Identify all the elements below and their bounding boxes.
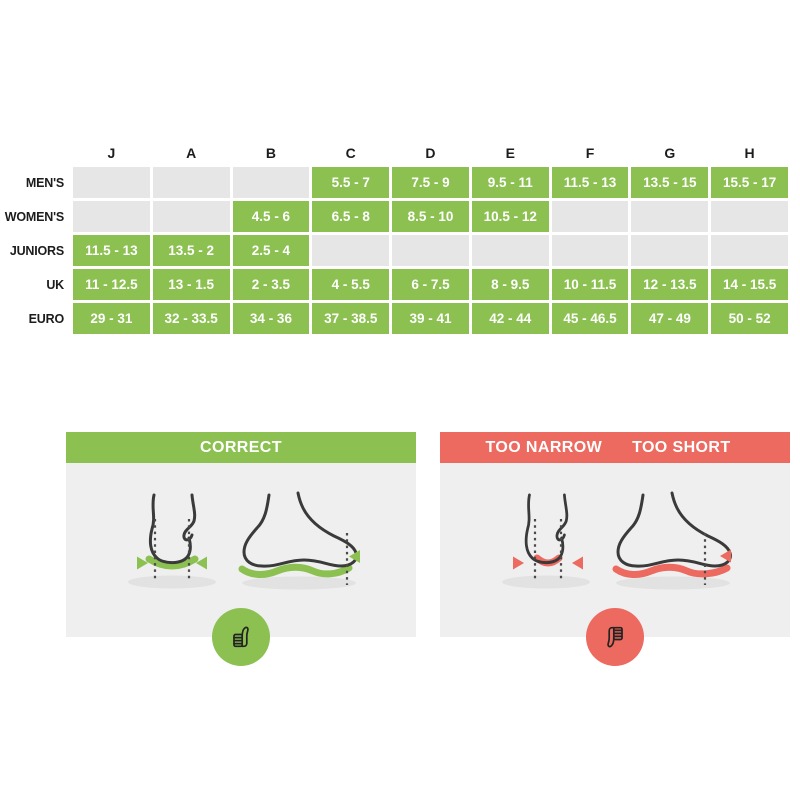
foot-insole-curve [238,563,353,578]
row-label-euro: EURO [28,311,65,326]
row-label-juniors: JUNIORS [9,243,64,258]
thumbs-down-icon [607,626,623,648]
width-arrow-left-icon [137,556,148,570]
table-cell: 2 - 3.5 [232,269,310,300]
foot-side-outline [616,491,732,568]
table-cell [551,235,629,266]
row-label-uk: UK [46,277,64,292]
table-cell [73,167,150,198]
width-arrow-right-icon [196,556,207,570]
incorrect-fit-illustration [502,491,732,590]
table-cell: 6.5 - 8 [312,201,390,232]
table-cell: 4 - 5.5 [312,269,390,300]
table-cell: 13.5 - 15 [631,167,709,198]
width-arrow-right-icon [572,556,583,570]
table-cell [152,167,230,198]
table-cell: 4.5 - 6 [232,201,310,232]
correct-panel-header: CORRECT [66,432,416,463]
table-cell: 2.5 - 4 [232,235,310,266]
table-cell: 34 - 36 [232,303,310,334]
column-header-b: B [265,145,276,161]
heel-shadow [502,575,590,589]
table-cell [392,235,469,266]
column-header-c: C [345,145,356,161]
width-arrow-left-icon [513,556,524,570]
foot-shadow [616,576,730,590]
table-cell: 11.5 - 13 [73,235,150,266]
foot-insole-curve [612,563,731,578]
incorrect-panel-header: TOO NARROW TOO SHORT [440,432,790,463]
table-cell: 11 - 12.5 [73,269,150,300]
correct-badge [212,608,270,666]
table-corner [20,140,70,164]
too-narrow-title: TOO NARROW [485,438,603,456]
table-cell: 13 - 1.5 [152,269,230,300]
column-header-h: H [744,145,755,161]
table-cell: 15.5 - 17 [711,167,788,198]
table-cell [232,167,310,198]
table-cell: 10.5 - 12 [471,201,549,232]
table-cell: 13.5 - 2 [152,235,230,266]
table-cell: 10 - 11.5 [551,269,629,300]
table-cell: 39 - 41 [392,303,469,334]
length-arrow-icon [349,550,360,563]
table-cell: 12 - 13.5 [631,269,709,300]
correct-fit-illustration [128,491,360,590]
column-header-f: F [585,145,595,161]
heel-back-outline [524,493,569,565]
foot-shadow [242,576,356,590]
table-cell: 14 - 15.5 [711,269,788,300]
table-cell [551,201,629,232]
row-label-mens: MEN'S [25,175,64,190]
table-cell: 9.5 - 11 [471,167,549,198]
table-cell [631,201,709,232]
too-short-title: TOO SHORT [632,438,731,456]
table-cell: 7.5 - 9 [392,167,469,198]
table-cell [471,235,549,266]
table-cell: 45 - 46.5 [551,303,629,334]
column-header-a: A [186,145,197,161]
heel-shadow [128,575,216,589]
table-cell: 42 - 44 [471,303,549,334]
table-cell: 47 - 49 [631,303,709,334]
table-cell: 11.5 - 13 [551,167,629,198]
length-arrow-icon [720,549,731,563]
table-cell: 6 - 7.5 [392,269,469,300]
table-cell: 50 - 52 [711,303,788,334]
table-cell: 8 - 9.5 [471,269,549,300]
table-cell [631,235,709,266]
table-cell: 37 - 38.5 [312,303,390,334]
table-cell [711,201,788,232]
table-cell [152,201,230,232]
table-cell [711,235,788,266]
thumbs-up-icon [233,626,249,648]
correct-fit-panel: CORRECT [66,432,416,666]
column-header-j: J [107,145,116,161]
incorrect-badge [586,608,644,666]
column-header-g: G [664,145,676,161]
row-label-womens: WOMEN'S [4,209,64,224]
table-cell: 8.5 - 10 [392,201,469,232]
column-header-d: D [425,145,436,161]
incorrect-fit-panel: TOO NARROW TOO SHORT [440,432,790,666]
table-cell: 29 - 31 [73,303,150,334]
table-cell [312,235,390,266]
column-header-e: E [505,145,515,161]
foot-side-outline [242,491,358,568]
table-cell: 5.5 - 7 [312,167,390,198]
heel-insole-curve [145,555,199,570]
table-cell [73,201,150,232]
table-cell: 32 - 33.5 [152,303,230,334]
correct-title: CORRECT [200,438,282,456]
